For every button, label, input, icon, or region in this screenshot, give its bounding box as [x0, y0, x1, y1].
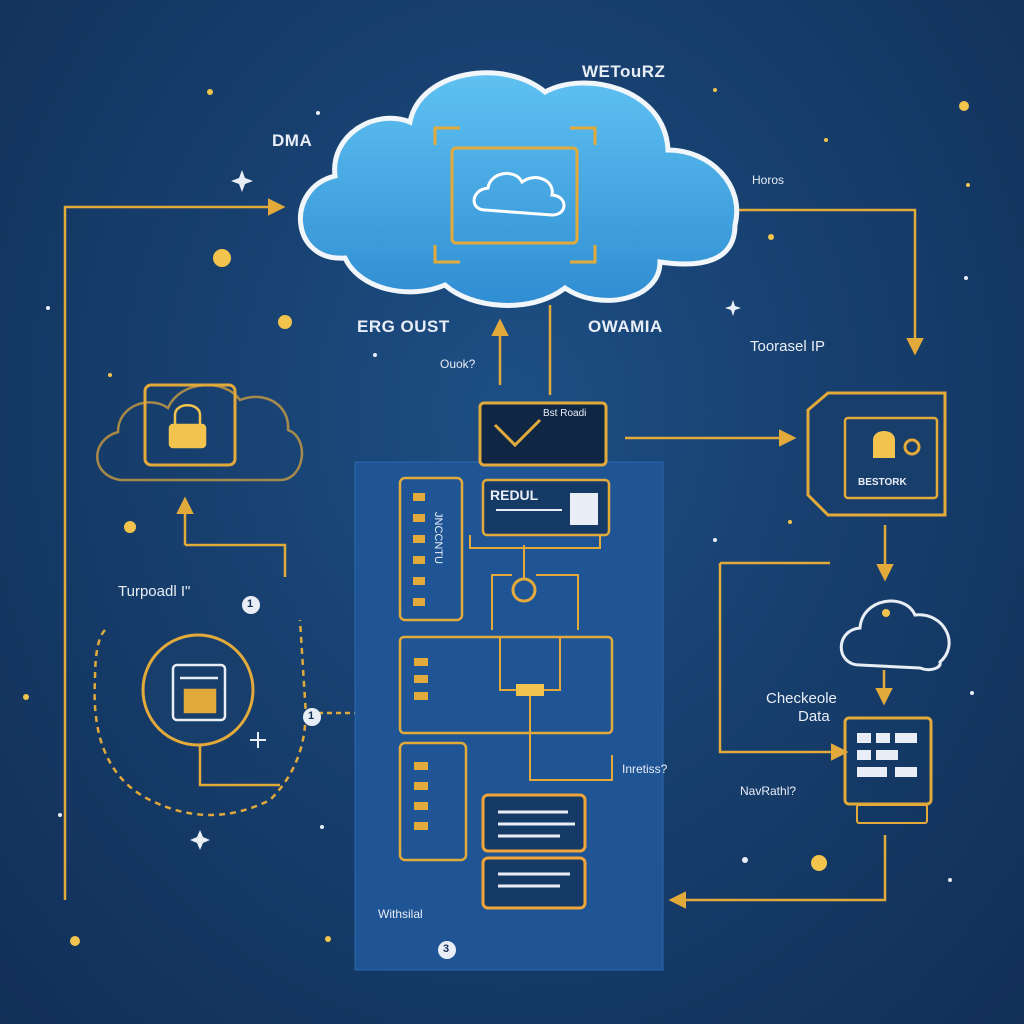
- data-grid-node: [843, 716, 933, 824]
- lock-icon: [168, 404, 207, 449]
- label-erg-oust: ERG OUST: [357, 317, 450, 336]
- label-wetourz: WETouRZ: [582, 62, 666, 81]
- central-panel: [354, 461, 664, 971]
- label-checkeole: Checkeole: [766, 690, 837, 707]
- label-turpoadl: Turpoadl I": [118, 583, 191, 600]
- gear-icon: [903, 438, 921, 456]
- label-toorasel: Toorasel IP: [750, 338, 826, 355]
- badge-group: [242, 596, 456, 959]
- right-cloud-icon: [839, 599, 951, 672]
- star-field: [23, 88, 970, 946]
- sparkle-field: [46, 111, 974, 882]
- label-bestork: BESTORK: [858, 477, 907, 488]
- badge-2: 1: [308, 710, 315, 722]
- monitor-node: [478, 401, 608, 467]
- label-vertical-list: JNCCNTU: [432, 512, 444, 564]
- cloud-center-frame: [433, 126, 597, 264]
- label-data: Data: [798, 708, 830, 725]
- label-dma: DMA: [272, 131, 313, 150]
- label-redul: REDUL: [490, 487, 539, 503]
- cloud-icon: [472, 172, 566, 217]
- label-inretiss: Inretiss?: [622, 762, 668, 776]
- badge-3: 3: [443, 943, 450, 955]
- left-cloud-node: [96, 383, 304, 482]
- connector-lines: [63, 198, 924, 909]
- label-owamia: OWAMIA: [588, 317, 663, 336]
- label-ouok: Ouok?: [440, 357, 476, 371]
- badge-1: 1: [247, 598, 254, 610]
- label-horos: Horos: [752, 173, 785, 187]
- clipboard-node: [141, 633, 266, 748]
- server-icon: [873, 431, 895, 458]
- label-navrathl: NavRathl?: [740, 784, 797, 798]
- server-node: [806, 391, 947, 517]
- label-withsilal: Withsilal: [378, 907, 423, 921]
- main-cloud: [298, 70, 740, 308]
- clipboard-icon: [171, 663, 227, 722]
- label-bst-roadi: Bst Roadi: [543, 408, 587, 419]
